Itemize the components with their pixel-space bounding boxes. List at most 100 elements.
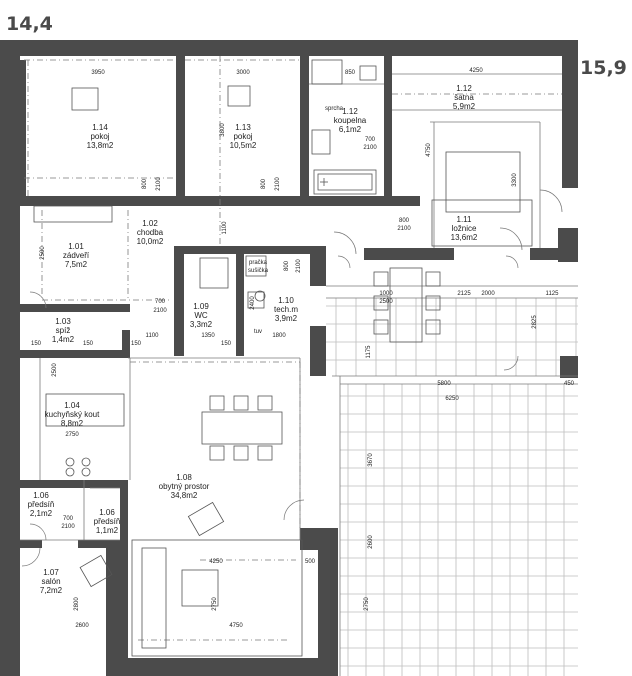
dimension-label: 700 — [63, 516, 74, 522]
dimension-label: 1175 — [366, 345, 372, 359]
room-name: koupelna — [334, 116, 367, 125]
label-sprcha: sprcha — [325, 106, 344, 112]
dimension-label: 1000 — [379, 291, 393, 297]
dimension-label: 2100 — [296, 259, 302, 273]
dimension-label: 2500 — [52, 363, 58, 377]
room-name: chodba — [137, 228, 164, 237]
dimension-label: 2825 — [532, 315, 538, 329]
room-id: 1.14 — [92, 123, 108, 132]
level-right: 15,9 — [580, 57, 627, 79]
dimension-label: 2100 — [397, 226, 411, 232]
dimension-label: 2100 — [61, 524, 75, 530]
room-name: spíž — [56, 326, 71, 335]
room-id: 1.01 — [68, 242, 84, 251]
room-name: šatna — [454, 93, 474, 102]
room-area: 10,0m2 — [137, 237, 164, 246]
dimension-label: 800 — [142, 178, 148, 189]
room-name: pokoj — [233, 132, 252, 141]
terrace-grid — [326, 298, 578, 676]
dimension-label: 150 — [31, 341, 42, 347]
room-area: 13,8m2 — [87, 141, 114, 150]
dimension-label: 800 — [399, 218, 410, 224]
dimension-label: 2100 — [153, 308, 167, 314]
dimension-label: 500 — [305, 559, 316, 565]
dimension-label: 3800 — [220, 123, 226, 137]
room-id: 1.09 — [193, 302, 209, 311]
room-id: 1.11 — [457, 215, 473, 224]
label-pracka: pračka — [249, 260, 268, 266]
room-area: 34,8m2 — [171, 491, 198, 500]
room-area: 2,1m2 — [30, 509, 53, 518]
level-left: 14,4 — [6, 13, 53, 35]
label-tuv: tuv — [254, 329, 262, 335]
room-id: 1.13 — [235, 123, 251, 132]
room-id: 1.04 — [64, 401, 80, 410]
dimension-label: 450 — [564, 381, 575, 387]
room-name: předsíň — [94, 517, 121, 526]
dimension-label: 2100 — [363, 145, 377, 151]
room-id: 1.12 — [342, 107, 358, 116]
dimension-label: 2125 — [457, 291, 471, 297]
dimension-label: 2750 — [212, 597, 218, 611]
dimension-label: 1800 — [272, 333, 286, 339]
dimension-label: 3300 — [512, 173, 518, 187]
dimension-label: 1100 — [222, 221, 228, 235]
door-swings — [21, 189, 563, 567]
dimension-label: 4750 — [426, 143, 432, 157]
room-id: 1.06 — [33, 491, 49, 500]
room-labels: 1.14pokoj13,8m21.13pokoj10,5m21.12koupel… — [28, 84, 478, 595]
room-area: 10,5m2 — [230, 141, 257, 150]
furniture — [33, 59, 533, 657]
dimension-label: 4250 — [209, 559, 223, 565]
room-id: 1.12 — [456, 84, 472, 93]
dimension-label: 4250 — [469, 68, 483, 74]
dimension-label: 6250 — [445, 396, 459, 402]
dimension-label: 150 — [221, 341, 232, 347]
dimension-label: 2100 — [275, 177, 281, 191]
room-name: kuchyňský kout — [45, 410, 100, 419]
dimension-labels: 3950 3000 850 4250 3800 700 2100 800 2100 800 2100… — [31, 68, 575, 629]
dimension-label: 2000 — [481, 291, 495, 297]
room-name: salón — [41, 577, 60, 586]
dimension-label: 700 — [365, 137, 376, 143]
room-area: 1,1m2 — [96, 526, 119, 535]
room-id: 1.08 — [176, 473, 192, 482]
room-name: předsíň — [28, 500, 55, 509]
dimension-label: 3950 — [91, 70, 105, 76]
room-name: obytný prostor — [159, 482, 210, 491]
room-name: WC — [194, 311, 208, 320]
room-area: 7,5m2 — [65, 260, 88, 269]
dimension-label: 800 — [284, 260, 290, 271]
dimension-label: 1350 — [201, 333, 215, 339]
dimension-label: 2500 — [40, 246, 46, 260]
dashdot-lines — [24, 56, 562, 641]
dimension-label: 2750 — [65, 432, 79, 438]
room-name: zádveří — [63, 251, 90, 260]
room-area: 13,6m2 — [451, 233, 478, 242]
dimension-label: 4750 — [229, 623, 243, 629]
room-area: 3,9m2 — [275, 314, 298, 323]
room-name: pokoj — [90, 132, 109, 141]
dimension-label: 2600 — [368, 535, 374, 549]
dimension-label: 2400 — [250, 296, 256, 310]
dimension-label: 1100 — [146, 333, 160, 339]
dimension-label: 5800 — [437, 381, 451, 387]
dimension-label: 2500 — [379, 299, 393, 305]
room-id: 1.07 — [43, 568, 59, 577]
room-name: tech.m — [274, 305, 298, 314]
dimension-label: 2800 — [74, 597, 80, 611]
room-id: 1.06 — [99, 508, 115, 517]
room-name: ložnice — [452, 224, 477, 233]
partitions — [20, 73, 578, 676]
dimension-label: 3670 — [368, 453, 374, 467]
room-area: 1,4m2 — [52, 335, 75, 344]
room-id: 1.02 — [142, 219, 158, 228]
dimension-label: 2600 — [75, 623, 89, 629]
dimension-label: 1125 — [546, 291, 560, 297]
dimension-label: 850 — [345, 70, 356, 76]
dimension-label: 700 — [155, 299, 166, 305]
dimension-label: 2750 — [364, 597, 370, 611]
dimension-label: 3000 — [236, 70, 250, 76]
dimension-label: 150 — [131, 341, 142, 347]
